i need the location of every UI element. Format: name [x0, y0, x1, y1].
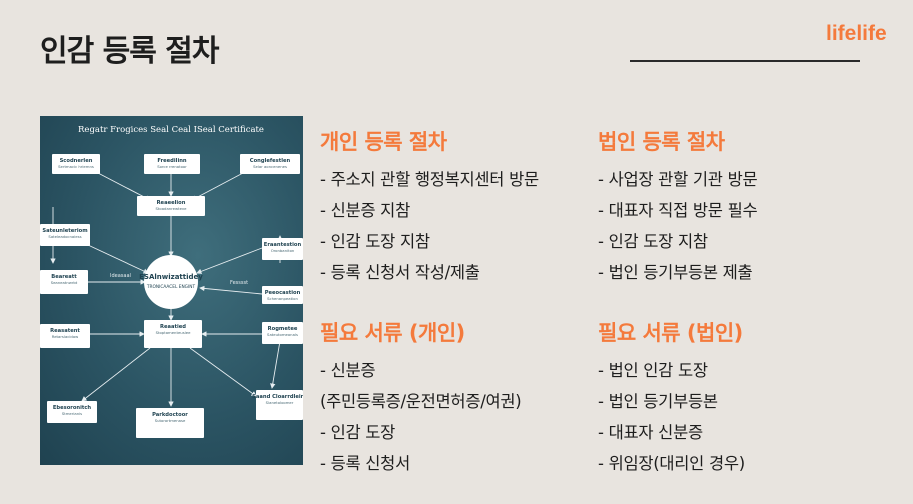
brand-logo: lifelife: [826, 22, 887, 45]
diagram-box-subtitle: Sutorortmenase: [155, 418, 186, 423]
personal-docs-item: - 등록 신청서: [320, 454, 410, 473]
corporate-process-section: 법인 등록 절차 - 사업장 관할 기관 방문 - 대표자 직접 방문 필수 -…: [598, 126, 878, 293]
title-divider: [630, 60, 860, 62]
personal-process-heading: 개인 등록 절차: [320, 130, 447, 154]
personal-docs-item: - 인감 도장: [320, 423, 396, 442]
diagram-box-subtitle: Seaneatnwrbt: [51, 280, 78, 285]
diagram-box-title: Conglefestlen: [250, 158, 291, 164]
personal-process-item: - 주소지 관할 행정복지센터 방문: [320, 170, 539, 189]
corporate-process-item: - 사업장 관할 기관 방문: [598, 170, 758, 189]
diagram-box-title: Scodnerlen: [60, 158, 93, 164]
diagram-box-subtitle: Stoptamenteuslee: [156, 330, 191, 335]
process-diagram-image: Regatr Frogices Seal Ceal ISeal Certific…: [40, 116, 303, 465]
diagram-box-title: Parkdoctoor: [152, 412, 188, 418]
diagram-center-node: [144, 255, 198, 309]
diagram-box-subtitle: Schenanpeation: [267, 296, 298, 301]
corporate-process-heading: 법인 등록 절차: [598, 130, 725, 154]
diagram-box-title: Reaeelion: [157, 200, 186, 206]
personal-process-item: - 인감 도장 지참: [320, 232, 430, 251]
diagram-box-subtitle: Sateleadocnaiess: [48, 234, 81, 239]
corporate-process-item: - 대표자 직접 방문 필수: [598, 201, 758, 220]
diagram-box-subtitle: Slanetoloomer: [266, 400, 294, 405]
diagram-box-title: Reasatent: [50, 328, 80, 334]
personal-docs-section: 필요 서류 (개인) - 신분증 (주민등록증/운전면허증/여권) - 인감 도…: [320, 317, 600, 484]
diagram-title: Regatr Frogices Seal Ceal ISeal Certific…: [78, 125, 264, 135]
corporate-process-item: - 법인 등기부등본 제출: [598, 263, 753, 282]
diagram-box-title: Saand Cloarrdleint: [252, 394, 303, 400]
diagram-box-title: Freedilinn: [157, 158, 187, 164]
diagram-box-subtitle: Oronbaniton: [271, 248, 295, 253]
personal-docs-heading: 필요 서류 (개인): [320, 321, 465, 345]
diagram-box-subtitle: Stmerianis: [62, 411, 82, 416]
corporate-docs-item: - 대표자 신분증: [598, 423, 703, 442]
diagram-box-subtitle: Sateutomeonals: [267, 332, 298, 337]
slide-title: 인감 등록 절차: [40, 34, 219, 69]
diagram-box-subtitle: Retarslacidow: [52, 334, 79, 339]
diagram-box-subtitle: Sorce rrenatoor: [157, 164, 187, 169]
diagram-box-subtitle: Sertmacic hriemns: [58, 164, 94, 169]
diagram-box-title: Sateunleteriom: [42, 228, 87, 234]
diagram-edge-label: Ideasaal: [110, 273, 131, 279]
corporate-docs-section: 필요 서류 (법인) - 법인 인감 도장 - 법인 등기부등본 - 대표자 신…: [598, 317, 878, 484]
diagram-box-title: Rogmetee: [268, 326, 298, 332]
corporate-docs-item: - 법인 인감 도장: [598, 361, 708, 380]
diagram-box-title: Beareatt: [51, 274, 77, 280]
diagram-center-label: ESAlnwizattidey: [139, 273, 203, 281]
personal-docs-item: - 신분증: [320, 361, 376, 380]
diagram-box-title: Peeocastion: [265, 290, 301, 296]
diagram-box-subtitle: Selar aoncenenes: [253, 164, 287, 169]
corporate-docs-item: - 법인 등기부등본: [598, 392, 718, 411]
personal-process-item: - 신분증 지참: [320, 201, 410, 220]
diagram-center-sublabel: TRONICAACEL ENGINT: [146, 284, 196, 290]
personal-docs-item: (주민등록증/운전면허증/여권): [320, 392, 522, 411]
diagram-box-title: Ebesoronitch: [53, 405, 92, 411]
personal-process-section: 개인 등록 절차 - 주소지 관할 행정복지센터 방문 - 신분증 지참 - 인…: [320, 126, 600, 293]
diagram-box-title: Reaatied: [160, 324, 186, 330]
corporate-docs-heading: 필요 서류 (법인): [598, 321, 743, 345]
corporate-docs-item: - 위임장(대리인 경우): [598, 454, 745, 473]
corporate-process-item: - 인감 도장 지참: [598, 232, 708, 251]
diagram-box-title: Eraantestion: [264, 242, 302, 248]
process-diagram: Regatr Frogices Seal Ceal ISeal Certific…: [40, 125, 303, 438]
personal-process-item: - 등록 신청서 작성/제출: [320, 263, 480, 282]
diagram-box-subtitle: Stoadanrewteve: [155, 206, 187, 211]
diagram-edge-label: Fesssst: [230, 280, 248, 286]
